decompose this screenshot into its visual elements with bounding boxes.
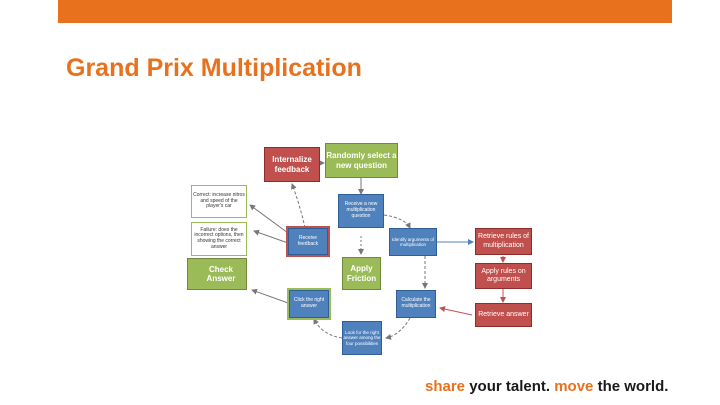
tagline-your-talent: your talent.: [465, 378, 555, 395]
node-apply-friction: Apply Friction: [342, 257, 381, 290]
arrow-feedback-to-internalize: [290, 183, 306, 229]
node-retrieve-answer: Retrieve answer: [475, 303, 532, 327]
tagline-move: move: [554, 378, 594, 395]
node-receive-question: Receive a new multiplication question: [338, 194, 384, 228]
arrow-click-to-check: [251, 288, 289, 304]
node-randomly-select: Randomly select a new question: [325, 143, 398, 178]
arrow-question-to-identify: [383, 214, 411, 229]
node-failure: Failure: does the incorrect options, the…: [191, 222, 247, 256]
arrow-calculate-to-look: [385, 317, 411, 340]
arrow-look-to-click: [313, 318, 343, 339]
node-identify: Identify arguments of multiplication: [389, 228, 437, 256]
node-retrieve-rules: Retrieve rules of multiplication: [475, 228, 532, 255]
node-receive-feedback: Receive feedback: [286, 226, 330, 257]
arrow-feedback-to-correct: [249, 204, 289, 234]
footer-tagline: share your talent. move the world.: [425, 378, 668, 395]
node-click-right: Click the right answer: [287, 288, 331, 320]
arrow-check-to-feedback: [253, 229, 289, 244]
node-look-for: Look for the right answer among the four…: [342, 321, 382, 355]
tagline-share: share: [425, 378, 466, 395]
arrow-answer-to-calculate: [439, 306, 473, 316]
node-apply-rules: Apply rules on arguments: [475, 263, 532, 289]
node-internalize-feedback: Internalize feedback: [264, 147, 320, 182]
tagline-the-world: the world.: [593, 378, 669, 395]
node-correct: Correct: increase nitros and speed of th…: [191, 185, 247, 218]
node-calculate: Calculate the multiplication: [396, 290, 436, 318]
node-check-answer: Check Answer: [187, 258, 247, 290]
top-accent-bar: [58, 0, 672, 23]
page-title: Grand Prix Multiplication: [66, 54, 362, 82]
